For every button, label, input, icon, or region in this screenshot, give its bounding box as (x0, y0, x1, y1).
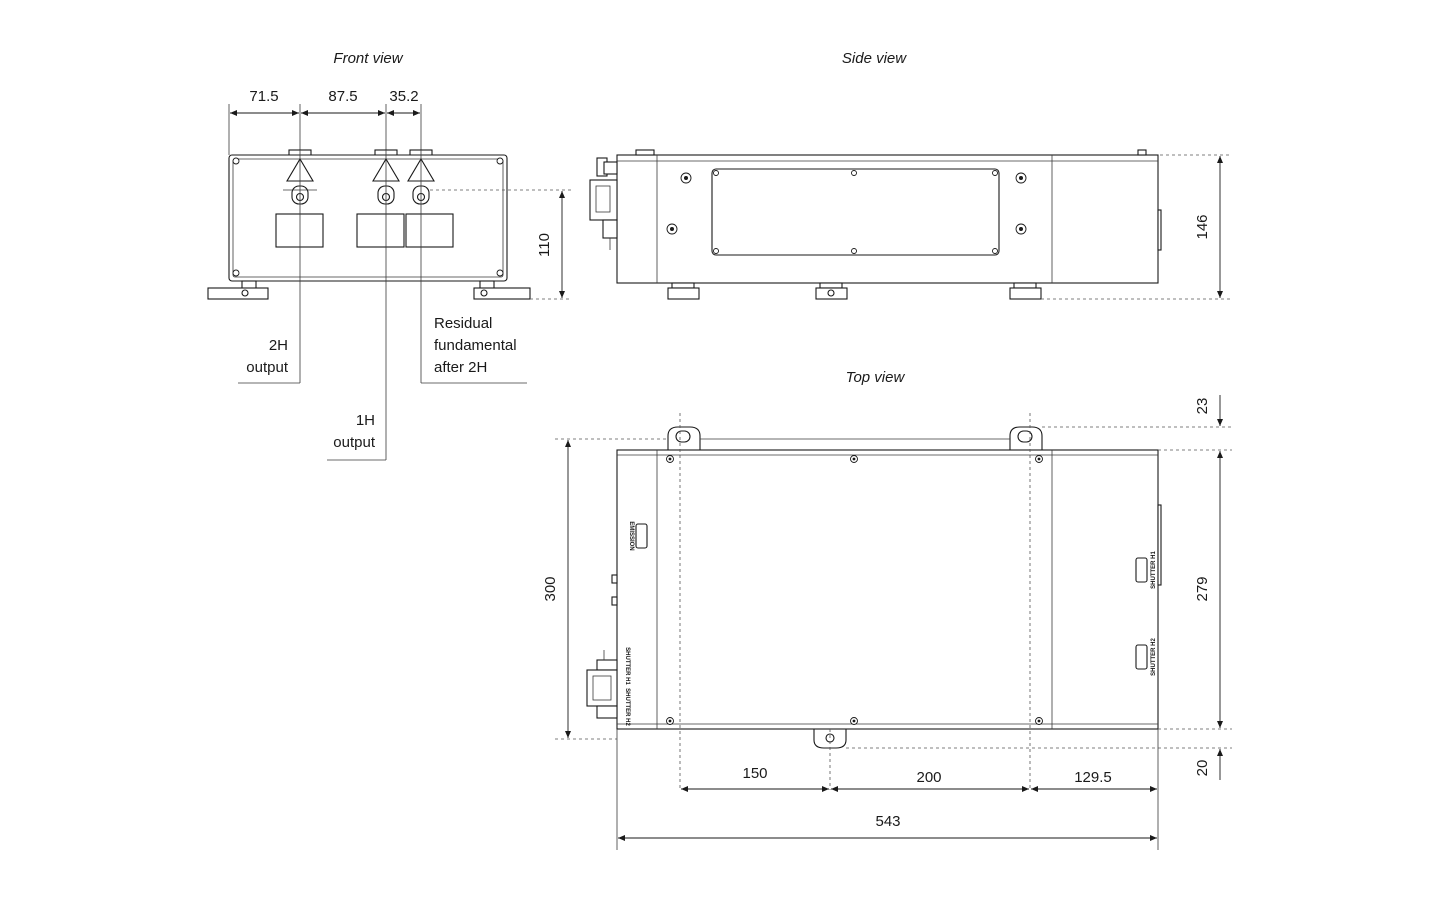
label-1h-output-line1: 1H (356, 412, 375, 429)
front-view-title: Front view (333, 50, 403, 67)
dim-top-depth: 300 (542, 576, 559, 601)
shutter-h2-indicator: SHUTTER H2 (1135, 638, 1157, 676)
emission-label: EMISSION (628, 521, 634, 550)
dim-front-87-5: 87.5 (328, 88, 357, 105)
left-shutter-h1-label: SHUTTER H1 (624, 647, 630, 685)
top-view: Top view EMI (542, 369, 1232, 850)
side-connector (589, 157, 618, 250)
label-1h-output-line2: output (333, 434, 376, 451)
emission-indicator: EMISSION (628, 521, 648, 551)
dim-side-height: 146 (1194, 214, 1211, 239)
label-2h-output-line1: 2H (269, 337, 288, 354)
label-residual-line1: Residual (434, 315, 492, 332)
shutter-h2-label: SHUTTER H2 (1151, 638, 1157, 676)
dim-top-total: 543 (875, 813, 900, 830)
dim-front-height: 110 (536, 233, 553, 257)
dim-front-35-2: 35.2 (389, 88, 418, 105)
label-residual-line3: after 2H (434, 359, 487, 376)
dim-front-71-5: 71.5 (249, 88, 278, 105)
left-shutter-connectors: SHUTTER H1 SHUTTER H2 (586, 647, 630, 726)
dim-top-150: 150 (742, 765, 767, 782)
label-residual-line2: fundamental (434, 337, 517, 354)
dim-top-inner: 279 (1194, 576, 1211, 601)
shutter-h1-indicator: SHUTTER H1 (1135, 551, 1157, 589)
side-view-title: Side view (842, 50, 907, 67)
label-2h-output-line2: output (246, 359, 289, 376)
shutter-h1-label: SHUTTER H1 (1151, 551, 1157, 589)
top-housing (616, 449, 1159, 730)
dim-top-200: 200 (916, 769, 941, 786)
dim-top-129-5: 129.5 (1074, 769, 1112, 786)
top-view-title: Top view (846, 369, 906, 386)
front-view: Front view 71.5 87.5 35.2 (207, 50, 572, 461)
dim-bottom-offset: 20 (1194, 760, 1211, 777)
side-panel (711, 168, 1000, 256)
dim-top-offset: 23 (1194, 398, 1211, 415)
left-shutter-h2-label: SHUTTER H2 (624, 688, 630, 726)
side-view: Side view (589, 50, 1232, 300)
